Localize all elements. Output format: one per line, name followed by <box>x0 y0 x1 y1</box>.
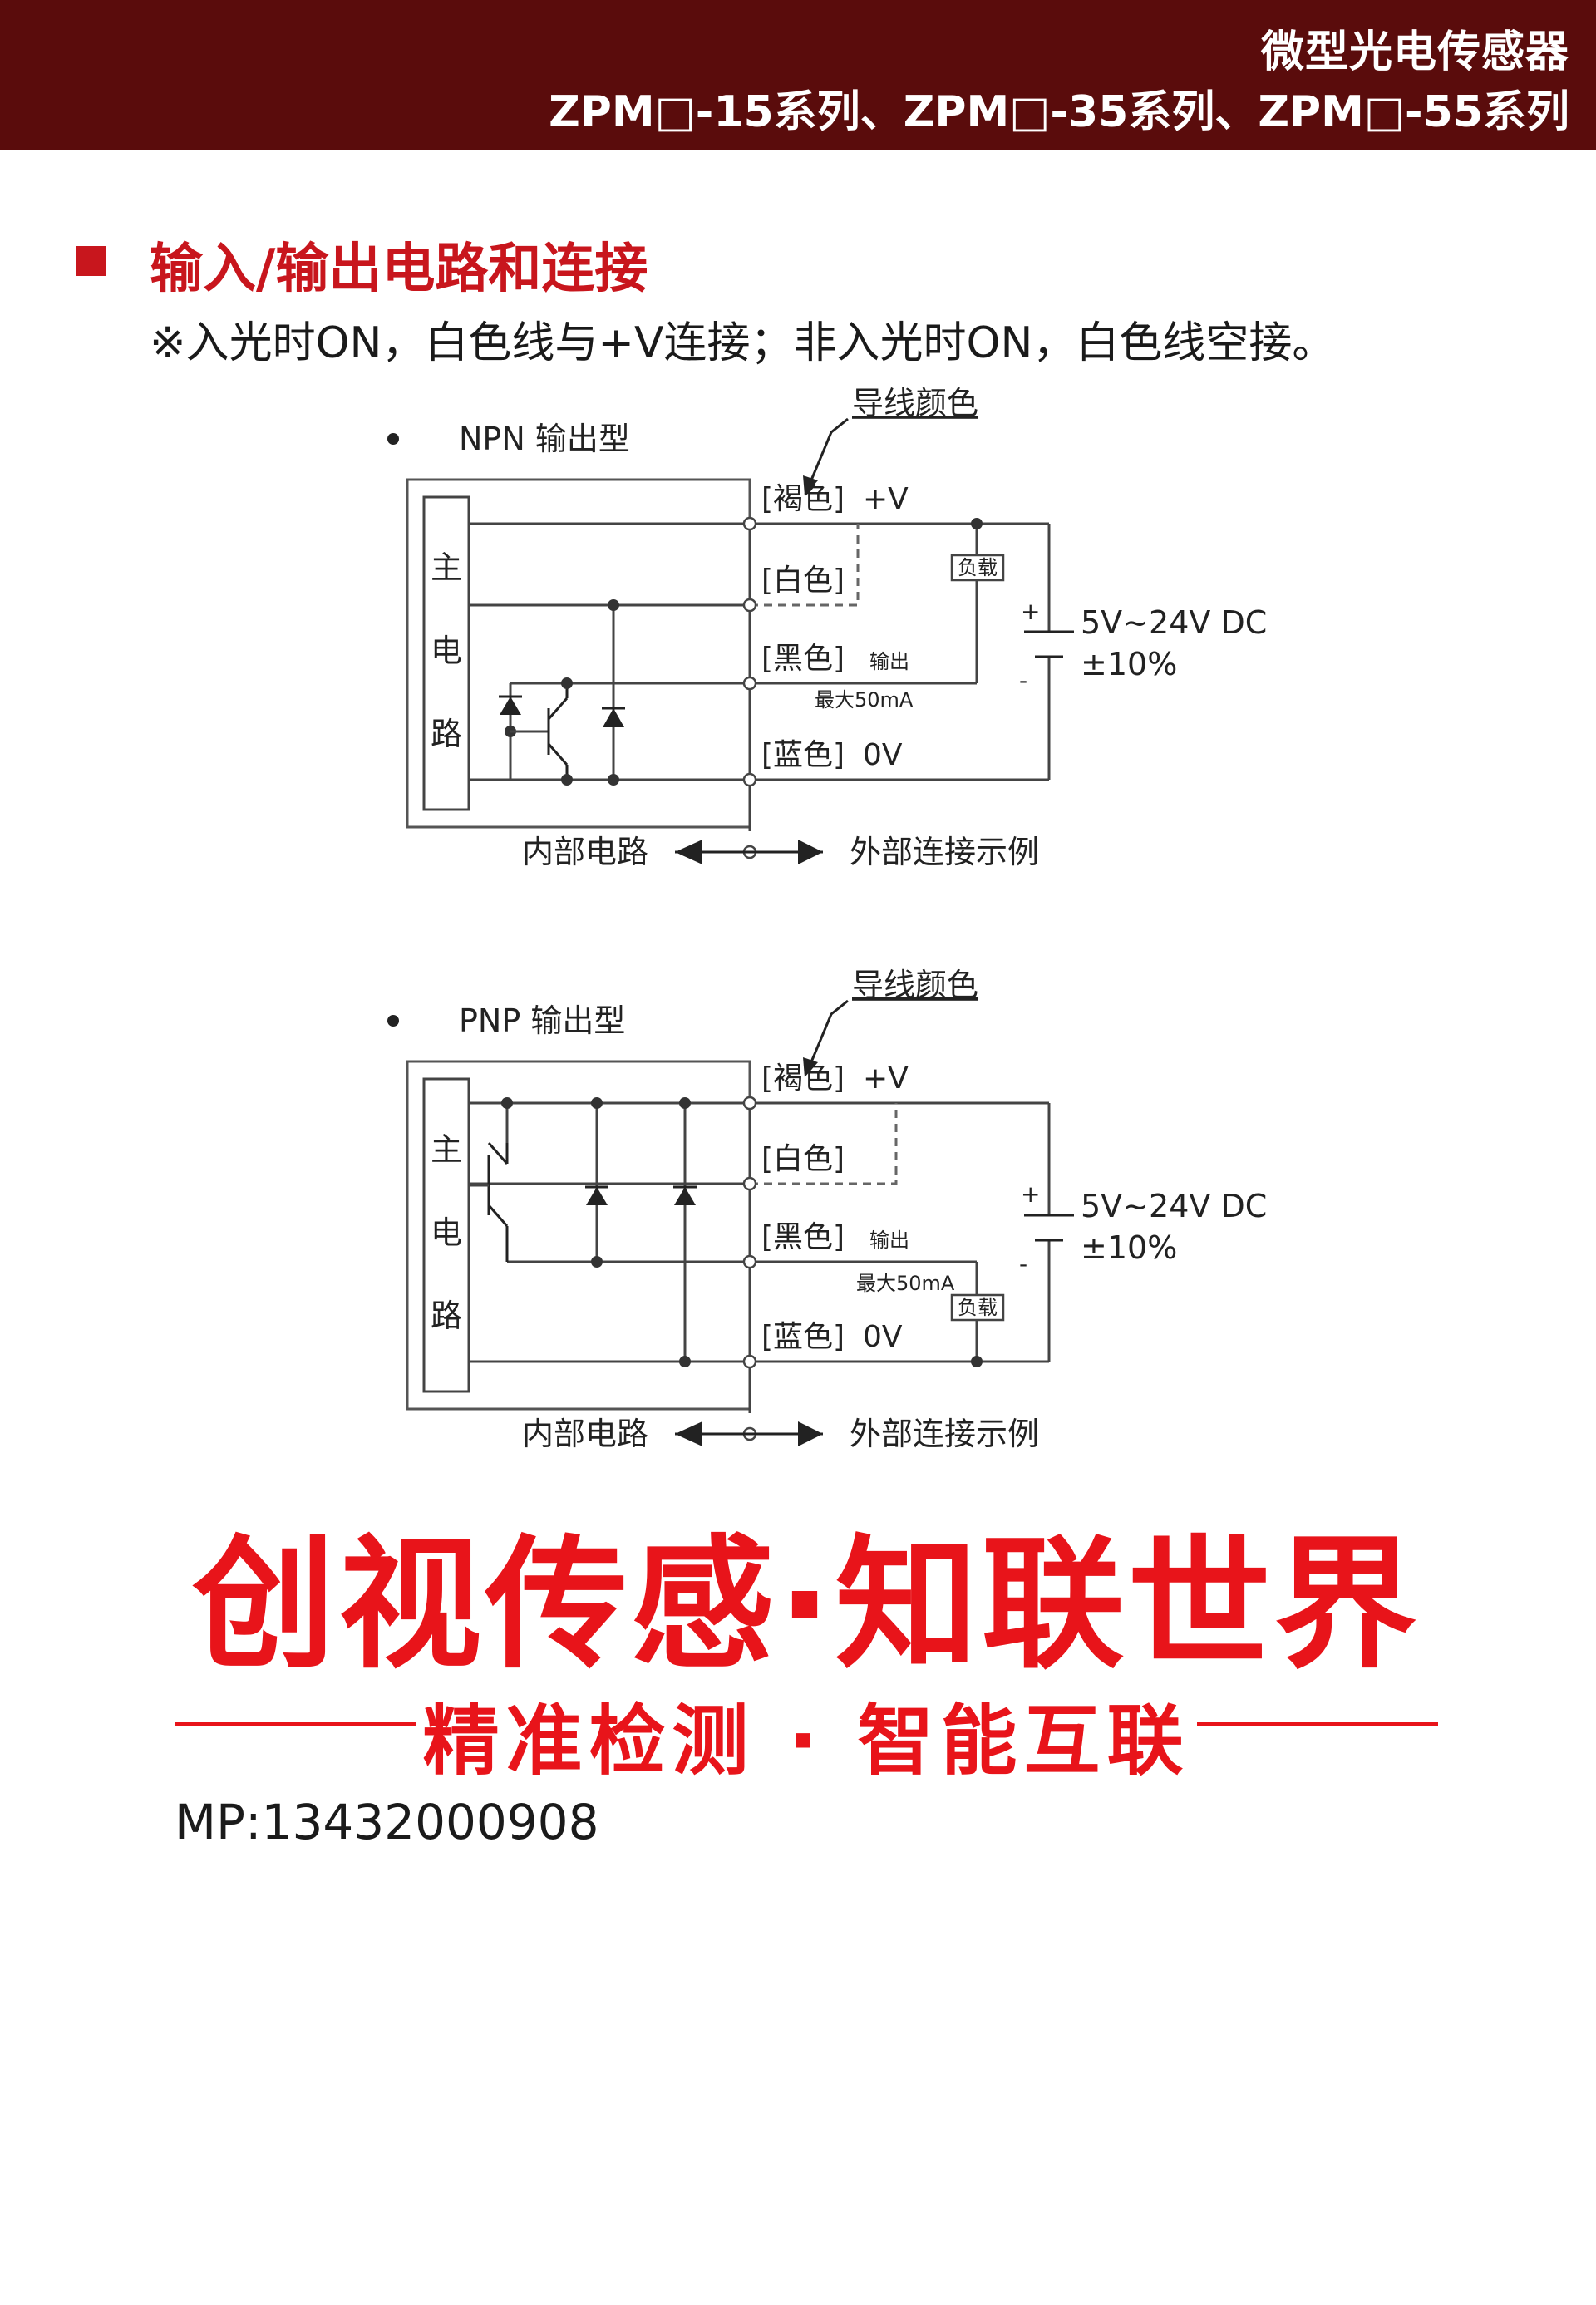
main-circuit-char: 路 <box>431 1298 462 1334</box>
minus-sign: - <box>1019 1250 1027 1278</box>
diode-icon <box>500 697 521 715</box>
main-circuit-char: 路 <box>431 716 462 752</box>
tagline-divider-left <box>175 1722 416 1726</box>
brand-tagline: 精准检测 · 智能互联 <box>422 1697 1190 1785</box>
zero-v-label: 0V <box>863 1320 903 1354</box>
white-wire-label: [白色] <box>761 1142 845 1176</box>
terminal-node <box>742 1254 757 1269</box>
zener-diode-icon <box>603 708 624 727</box>
zero-v-label: 0V <box>863 738 903 772</box>
plus-sign: + <box>1021 1180 1040 1208</box>
npn-circuit-diagram: NPN 输出型 导线颜色 主 电 路 [褐色] +V [白色] [黑色] 输出 … <box>387 385 1267 870</box>
pnp-circuit-diagram: PNP 输出型 导线颜色 主 电 路 [褐色] +V [白色] [黑色] 输出 … <box>387 967 1267 1452</box>
plus-sign: + <box>1021 598 1040 625</box>
internal-circuit-label: 内部电路 <box>522 1416 648 1452</box>
load-box <box>950 554 1005 582</box>
npn-title: NPN 输出型 <box>459 421 630 457</box>
page-header: 微型光电传感器 ZPM□-15系列、ZPM□-35系列、ZPM□-55系列 <box>0 0 1596 150</box>
white-wire-label: [白色] <box>761 564 845 598</box>
main-circuit-char: 主 <box>431 549 462 586</box>
main-circuit-char: 电 <box>431 633 462 669</box>
terminal-node <box>742 1354 757 1369</box>
max-current-label: 最大50mA <box>815 688 914 712</box>
pointer-arrow-icon <box>803 1057 818 1077</box>
external-connection-label: 外部连接示例 <box>850 834 1039 870</box>
internal-circuit-label: 内部电路 <box>522 834 648 870</box>
brown-wire-label: [褐色] <box>761 1061 845 1096</box>
main-circuit-char: 主 <box>431 1131 462 1168</box>
transistor-icon <box>487 1204 509 1227</box>
plus-v-label: +V <box>863 482 909 516</box>
black-wire-label: [黑色] <box>761 1220 845 1254</box>
terminal-node <box>742 1176 757 1191</box>
minus-sign: - <box>1019 667 1027 694</box>
terminal-node <box>742 598 757 613</box>
pointer-arrow-icon <box>803 475 818 495</box>
plus-v-label: +V <box>863 1061 909 1096</box>
brown-wire-label: [褐色] <box>761 482 845 516</box>
wire-color-label: 导线颜色 <box>852 967 978 1003</box>
section-title: 输入/输出电路和连接 <box>150 239 648 300</box>
pnp-title: PNP 输出型 <box>459 1002 625 1039</box>
supply-voltage-label: 5V~24V DC <box>1081 604 1267 641</box>
tagline-divider-right <box>1197 1722 1438 1726</box>
brand-slogan: 创视传感·知联世界 <box>192 1521 1421 1688</box>
terminal-node <box>742 772 757 787</box>
terminal-node <box>742 676 757 691</box>
bullet-dot-icon <box>387 433 399 445</box>
contact-phone: MP:13432000908 <box>175 1794 599 1850</box>
zener-diode-icon <box>674 1187 696 1205</box>
blue-wire-label: [蓝色] <box>761 1320 845 1354</box>
main-circuit-box <box>422 1077 470 1393</box>
section-bullet-icon <box>76 246 106 276</box>
load-label: 负载 <box>958 1296 998 1319</box>
section-note: ※入光时ON，白色线与+V连接；非入光时ON，白色线空接。 <box>150 318 1336 368</box>
brand-tagline-row: 精准检测 · 智能互联 <box>175 1679 1438 1785</box>
load-label: 负载 <box>958 556 998 579</box>
bullet-dot-icon <box>387 1015 399 1027</box>
terminal-node <box>742 1096 757 1111</box>
diode-icon <box>586 1187 608 1205</box>
tolerance-label: ±10% <box>1081 1229 1177 1266</box>
black-wire-label: [黑色] <box>761 642 845 676</box>
header-title: 微型光电传感器 <box>1260 27 1569 77</box>
max-current-label: 最大50mA <box>856 1272 955 1295</box>
output-label: 输出 <box>869 1229 909 1252</box>
header-subtitle: ZPM□-15系列、ZPM□-35系列、ZPM□-55系列 <box>549 87 1569 137</box>
blue-wire-label: [蓝色] <box>761 738 845 772</box>
tolerance-label: ±10% <box>1081 646 1177 682</box>
external-connection-label: 外部连接示例 <box>850 1416 1039 1452</box>
wire-color-label: 导线颜色 <box>852 385 978 421</box>
output-label: 输出 <box>869 650 909 673</box>
terminal-node <box>742 516 757 531</box>
supply-voltage-label: 5V~24V DC <box>1081 1188 1267 1224</box>
load-box <box>950 1293 1005 1322</box>
main-circuit-box <box>422 495 470 811</box>
main-circuit-char: 电 <box>431 1214 462 1251</box>
